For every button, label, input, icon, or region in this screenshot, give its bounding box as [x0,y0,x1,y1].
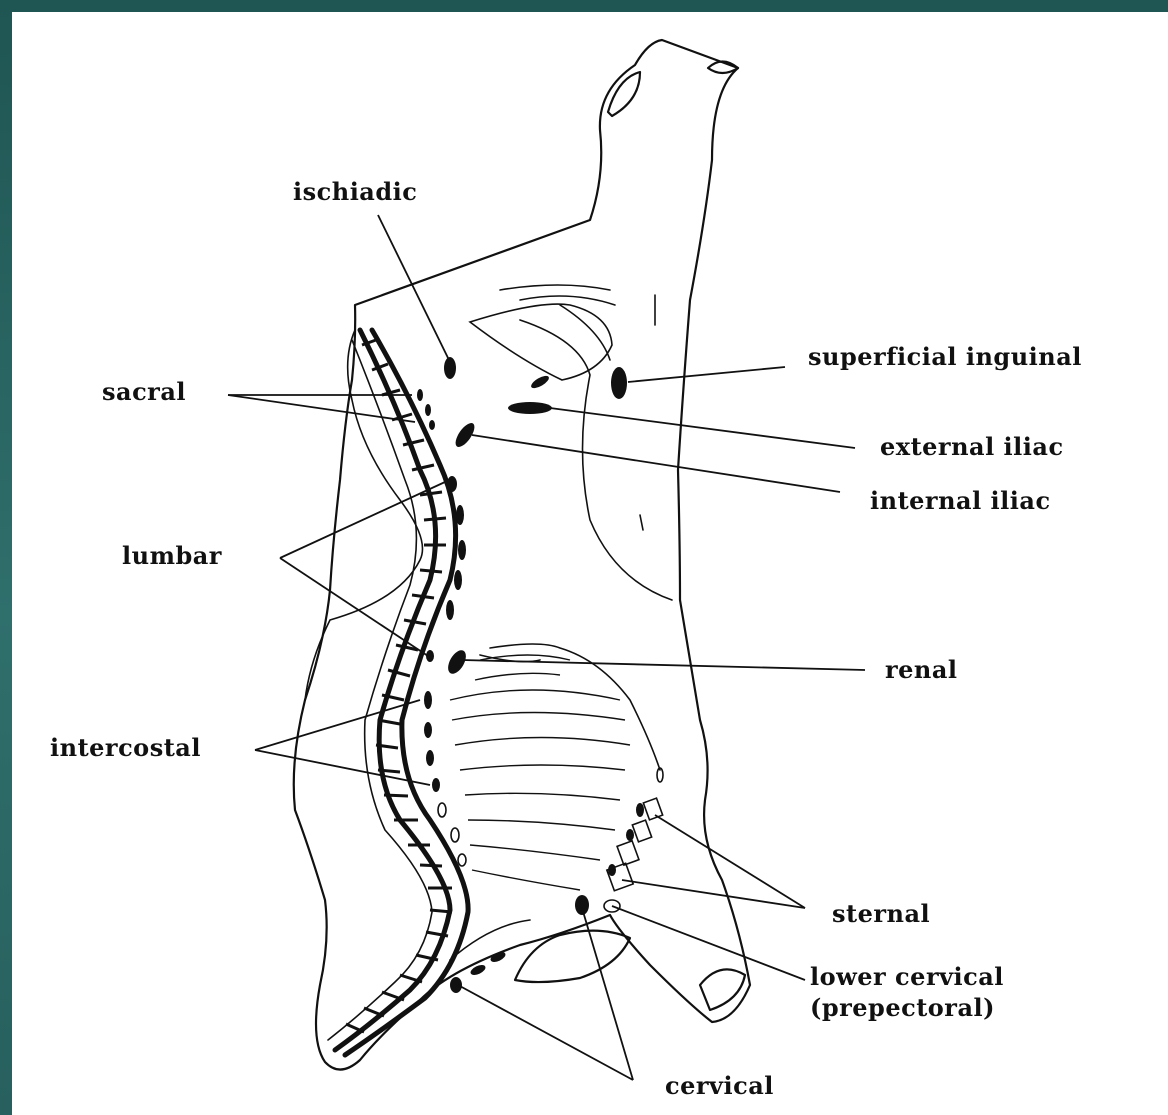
cervical-leader-1 [458,985,633,1080]
sternal-leader-1 [655,815,805,908]
cervical-node [450,977,462,993]
leader-lines [228,215,865,1080]
sternal-nodes [604,768,663,912]
ribs [450,655,630,890]
lumbar-leader-2 [280,558,428,656]
label-sacral: sacral [102,377,186,406]
sacral-leader-2 [228,395,415,422]
renal-node [444,647,469,677]
lumbar-node [447,476,457,492]
vertebra [412,465,434,470]
sacral-node [417,389,423,401]
external-iliac-leader [550,408,855,448]
label-intercostal: intercostal [50,733,201,762]
superficial-inguinal-node [611,367,627,399]
lower-cervical-node [575,895,589,915]
vertebra [430,910,452,912]
label-superficial-inguinal: superficial inguinal [808,342,1082,371]
ischiadic-leader [378,215,450,362]
vertebra [412,595,434,598]
vertebral-column [328,330,468,1055]
internal-iliac-leader [472,435,840,492]
lymph-nodes [417,357,663,993]
cervical-leader-2 [582,908,633,1080]
vertebrae [346,340,452,1032]
superficial-inguinal-leader [628,367,785,382]
label-lumbar: lumbar [122,541,222,570]
vertebra [404,620,426,624]
intercostal-leader-1 [255,700,420,750]
lumbar-leader-1 [280,482,445,558]
renal-leader [462,660,865,670]
label-prepectoral: (prepectoral) [810,993,995,1022]
vertebra [403,440,424,445]
label-renal: renal [885,655,958,684]
intercostal-node [424,691,432,709]
vertebra [424,518,446,520]
label-internal-iliac: internal iliac [870,486,1051,515]
label-external-iliac: external iliac [880,432,1064,461]
label-cervical: cervical [665,1071,774,1100]
lower-cervical-leader [612,906,805,980]
vertebra [420,865,442,866]
label-sternal: sternal [832,899,930,928]
external-iliac-node [508,402,552,414]
vertebra [384,795,408,796]
label-lower-cervical: lower cervical [810,962,1004,991]
vertebra [378,770,400,772]
sternal-leader-2 [622,880,805,908]
labels: ischiadic sacral superficial inguinal ex… [50,177,1082,1100]
label-ischiadic: ischiadic [293,177,417,206]
vertebra [420,570,442,572]
